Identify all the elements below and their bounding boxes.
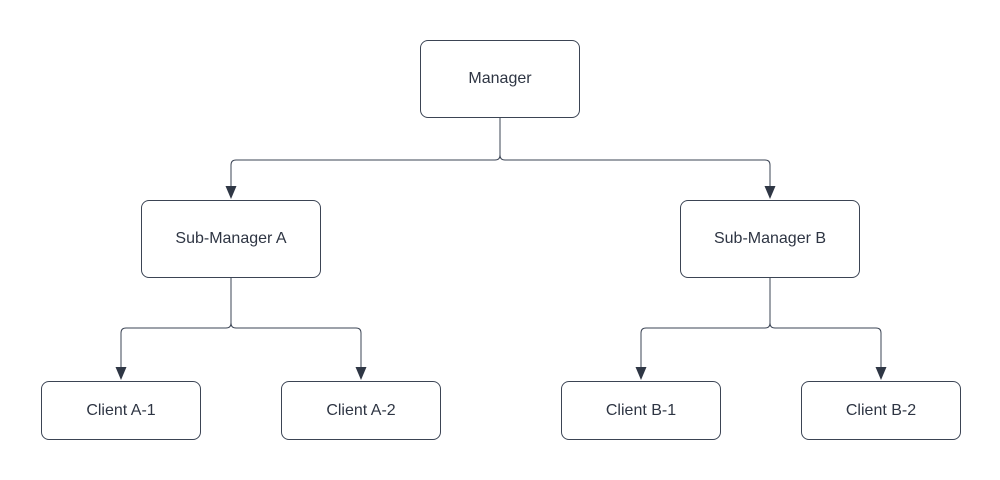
connector-manager-to-sub-manager-a <box>230 118 501 186</box>
arrowhead-into-sub-manager-b-icon <box>764 186 776 199</box>
node-client-b2[interactable]: Client B-2 <box>801 381 961 440</box>
arrowhead-into-client-b2-icon <box>875 367 887 380</box>
node-client-a1[interactable]: Client A-1 <box>41 381 201 440</box>
node-client-b2-label: Client B-2 <box>845 401 917 419</box>
connector-sub-manager-a-to-client-a1 <box>120 278 232 367</box>
connector-sub-manager-a-to-client-a2 <box>230 278 362 367</box>
connector-sub-manager-b-to-client-b2 <box>769 278 882 367</box>
arrowhead-into-client-a1-icon <box>115 367 127 380</box>
node-manager-label: Manager <box>468 70 532 88</box>
arrowhead-into-client-b1-icon <box>635 367 647 380</box>
node-client-a1-label: Client A-1 <box>86 401 156 419</box>
node-client-b1[interactable]: Client B-1 <box>561 381 721 440</box>
node-manager[interactable]: Manager <box>420 40 580 118</box>
arrowhead-into-sub-manager-a-icon <box>225 186 237 199</box>
arrowhead-into-client-a2-icon <box>355 367 367 380</box>
connector-manager-to-sub-manager-b <box>499 118 771 186</box>
node-client-a2-label: Client A-2 <box>326 401 396 419</box>
node-sub-manager-a[interactable]: Sub-Manager A <box>141 200 321 278</box>
connector-sub-manager-b-to-client-b1 <box>640 278 771 367</box>
node-sub-manager-b[interactable]: Sub-Manager B <box>680 200 860 278</box>
node-client-a2[interactable]: Client A-2 <box>281 381 441 440</box>
node-sub-manager-b-label: Sub-Manager B <box>713 230 827 248</box>
node-sub-manager-a-label: Sub-Manager A <box>175 230 287 248</box>
node-client-b1-label: Client B-1 <box>605 401 677 419</box>
